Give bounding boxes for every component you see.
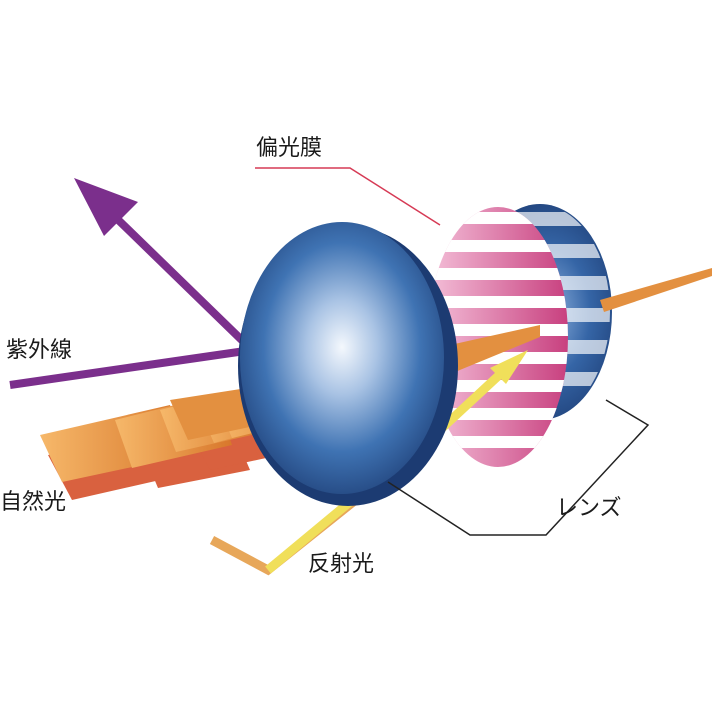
lens-leader: [387, 399, 650, 536]
polarizing-film-leader: [255, 167, 441, 226]
label-natural-light: 自然光: [0, 490, 67, 515]
label-ultraviolet: 紫外線: [6, 338, 73, 363]
natural-light-through-beam: [450, 325, 540, 372]
ultraviolet-ray: [9, 178, 255, 389]
reflected-light-arrowhead: [490, 350, 528, 384]
label-lens: レンズ: [556, 496, 622, 521]
front-lens: [238, 222, 458, 506]
ultraviolet-arrowhead: [74, 178, 138, 236]
transmitted-light-beam: [600, 268, 712, 312]
label-polarizing-film: 偏光膜: [256, 136, 323, 161]
label-reflected-light: 反射光: [308, 552, 375, 577]
